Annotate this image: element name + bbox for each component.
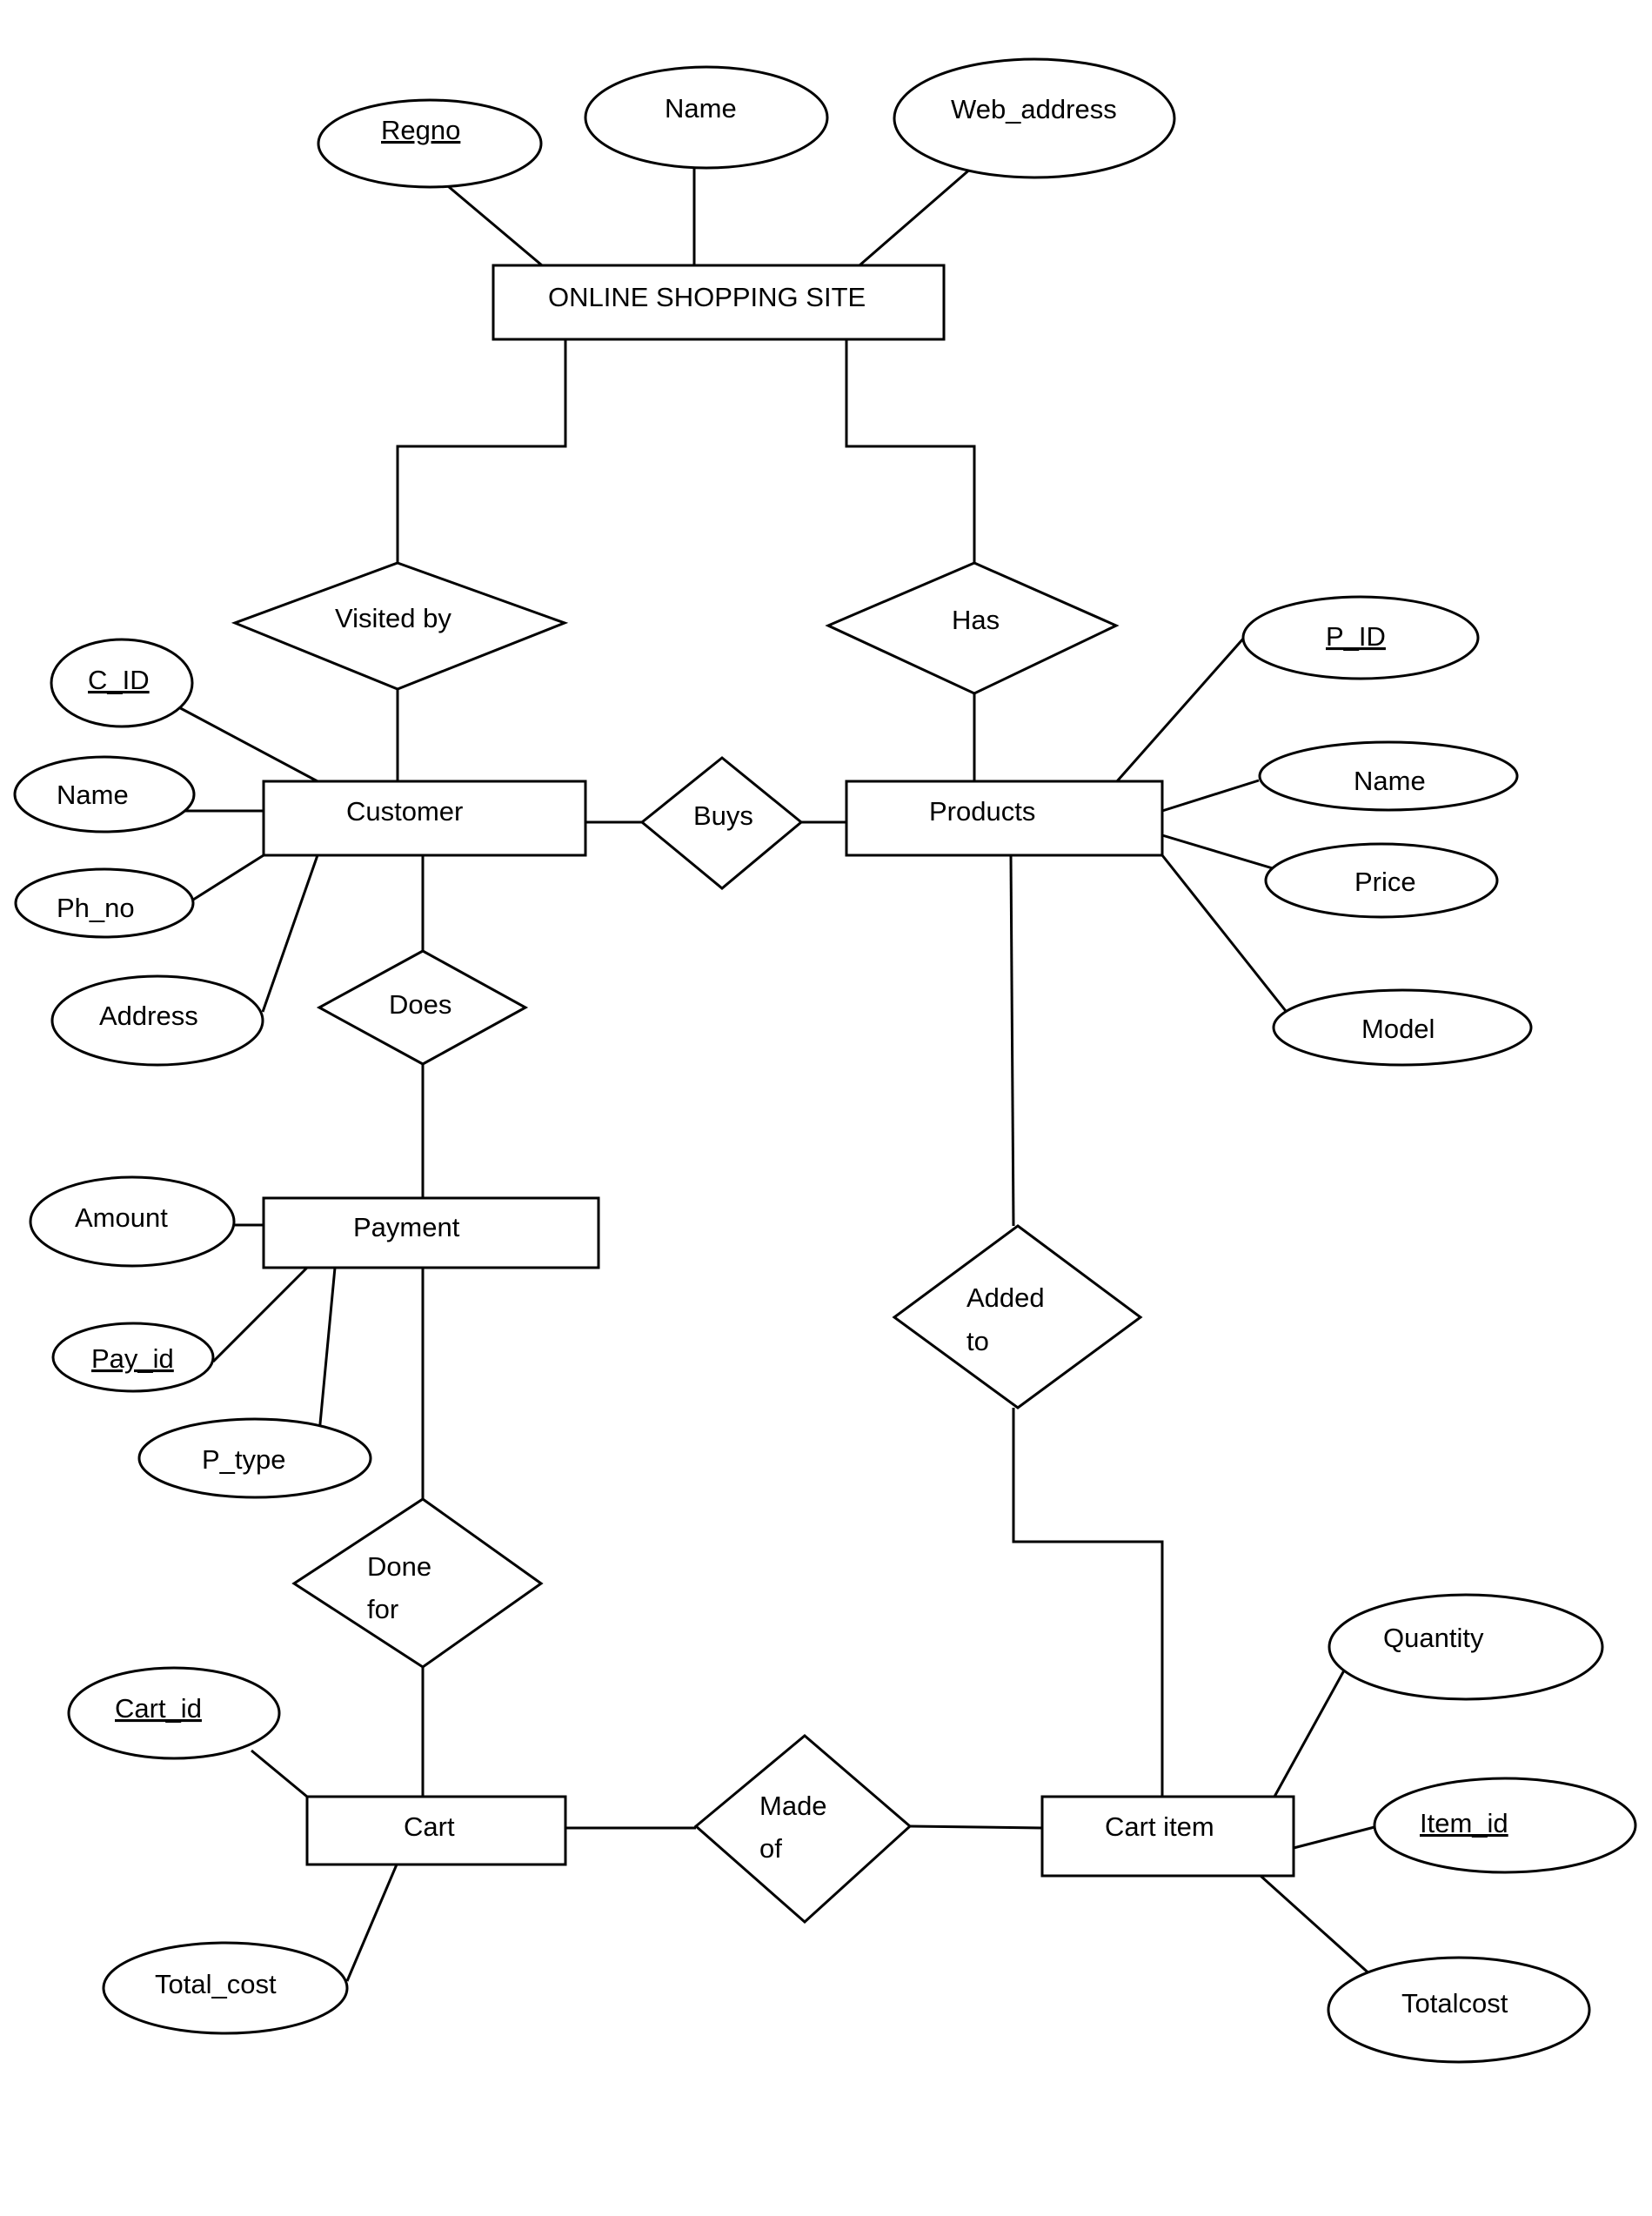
entity-label: Products [929,796,1035,827]
relationship-label-line-1: Added [966,1282,1045,1313]
entity-label: Customer [346,796,463,827]
attribute-label: Address [99,1001,198,1031]
entity-payment: Payment [262,1196,600,1269]
attribute-quantity: Quantity [1328,1593,1604,1701]
relationship-label-line-1: Made [759,1791,827,1821]
relationship-buys: Buys [639,756,804,890]
attribute-label: Price [1354,867,1416,897]
relationship-label-line-2: to [966,1326,989,1356]
attribute-label: Cart_id [115,1693,202,1724]
attribute-price: Price [1264,842,1499,919]
entity-label: Cart [404,1811,455,1842]
attribute-label: Ph_no [57,893,135,923]
entity-cart-item: Cart item [1040,1795,1295,1878]
attribute-label: Pay_id [91,1343,174,1374]
entity-customer: Customer [262,780,587,857]
relationship-label: Visited by [335,603,451,633]
attribute-web-address: Web_address [893,57,1176,179]
relationship-added-to: Added to [892,1224,1143,1409]
attribute-label: Web_address [951,94,1117,124]
relationship-does: Does [316,949,529,1066]
attribute-label: Quantity [1383,1623,1484,1653]
attribute-site-name: Name [584,65,829,170]
entity-cart: Cart [305,1795,567,1866]
relationship-label-line-1: Done [367,1551,431,1582]
attribute-p-id: P_ID [1241,595,1480,680]
relationship-done-for: Done for [291,1497,544,1669]
attribute-label: C_ID [88,665,150,695]
attribute-label: Name [57,780,129,810]
relationship-made-of: Made of [693,1734,913,1925]
attribute-total-cost: Total_cost [102,1941,349,2035]
relationship-has: Has [825,561,1120,695]
attribute-label: Name [665,93,737,124]
attribute-label: Totalcost [1401,1988,1508,2019]
entity-label: Payment [353,1212,460,1242]
relationship-label-line-2: of [759,1833,782,1864]
attribute-totalcost: Totalcost [1327,1956,1591,2064]
attribute-model: Model [1272,988,1533,1067]
entity-online-shopping-site: ONLINE SHOPPING SITE [492,264,946,341]
attribute-label: P_type [202,1444,286,1475]
attribute-item-id: Item_id [1373,1777,1637,1874]
relationship-label: Has [952,605,1000,635]
attribute-address: Address [50,974,264,1067]
entity-label: ONLINE SHOPPING SITE [548,282,866,312]
attribute-label: Regno [381,115,460,145]
relationship-label-line-2: for [367,1594,398,1624]
attribute-cart-id: Cart_id [67,1666,281,1760]
attribute-label: Name [1354,766,1426,796]
entity-products: Products [845,780,1164,857]
relationship-label: Buys [693,800,753,831]
attribute-product-name: Name [1258,740,1519,812]
attribute-label: P_ID [1326,621,1386,652]
attribute-c-id: C_ID [50,638,194,728]
attribute-pay-id: Pay_id [51,1322,215,1393]
attribute-customer-name: Name [13,755,196,834]
attribute-label: Amount [75,1202,168,1233]
attribute-regno: Regno [317,98,543,189]
attribute-ph-no: Ph_no [14,867,195,939]
connector-lines [173,165,1375,1982]
attribute-label: Item_id [1420,1808,1508,1838]
relationship-label: Does [389,989,451,1020]
entity-label: Cart item [1105,1811,1214,1842]
attribute-label: Model [1361,1014,1435,1044]
attribute-p-type: P_type [137,1417,372,1499]
relationship-visited-by: Visited by [231,561,569,691]
attribute-amount: Amount [29,1175,236,1268]
attribute-label: Total_cost [155,1969,277,1999]
